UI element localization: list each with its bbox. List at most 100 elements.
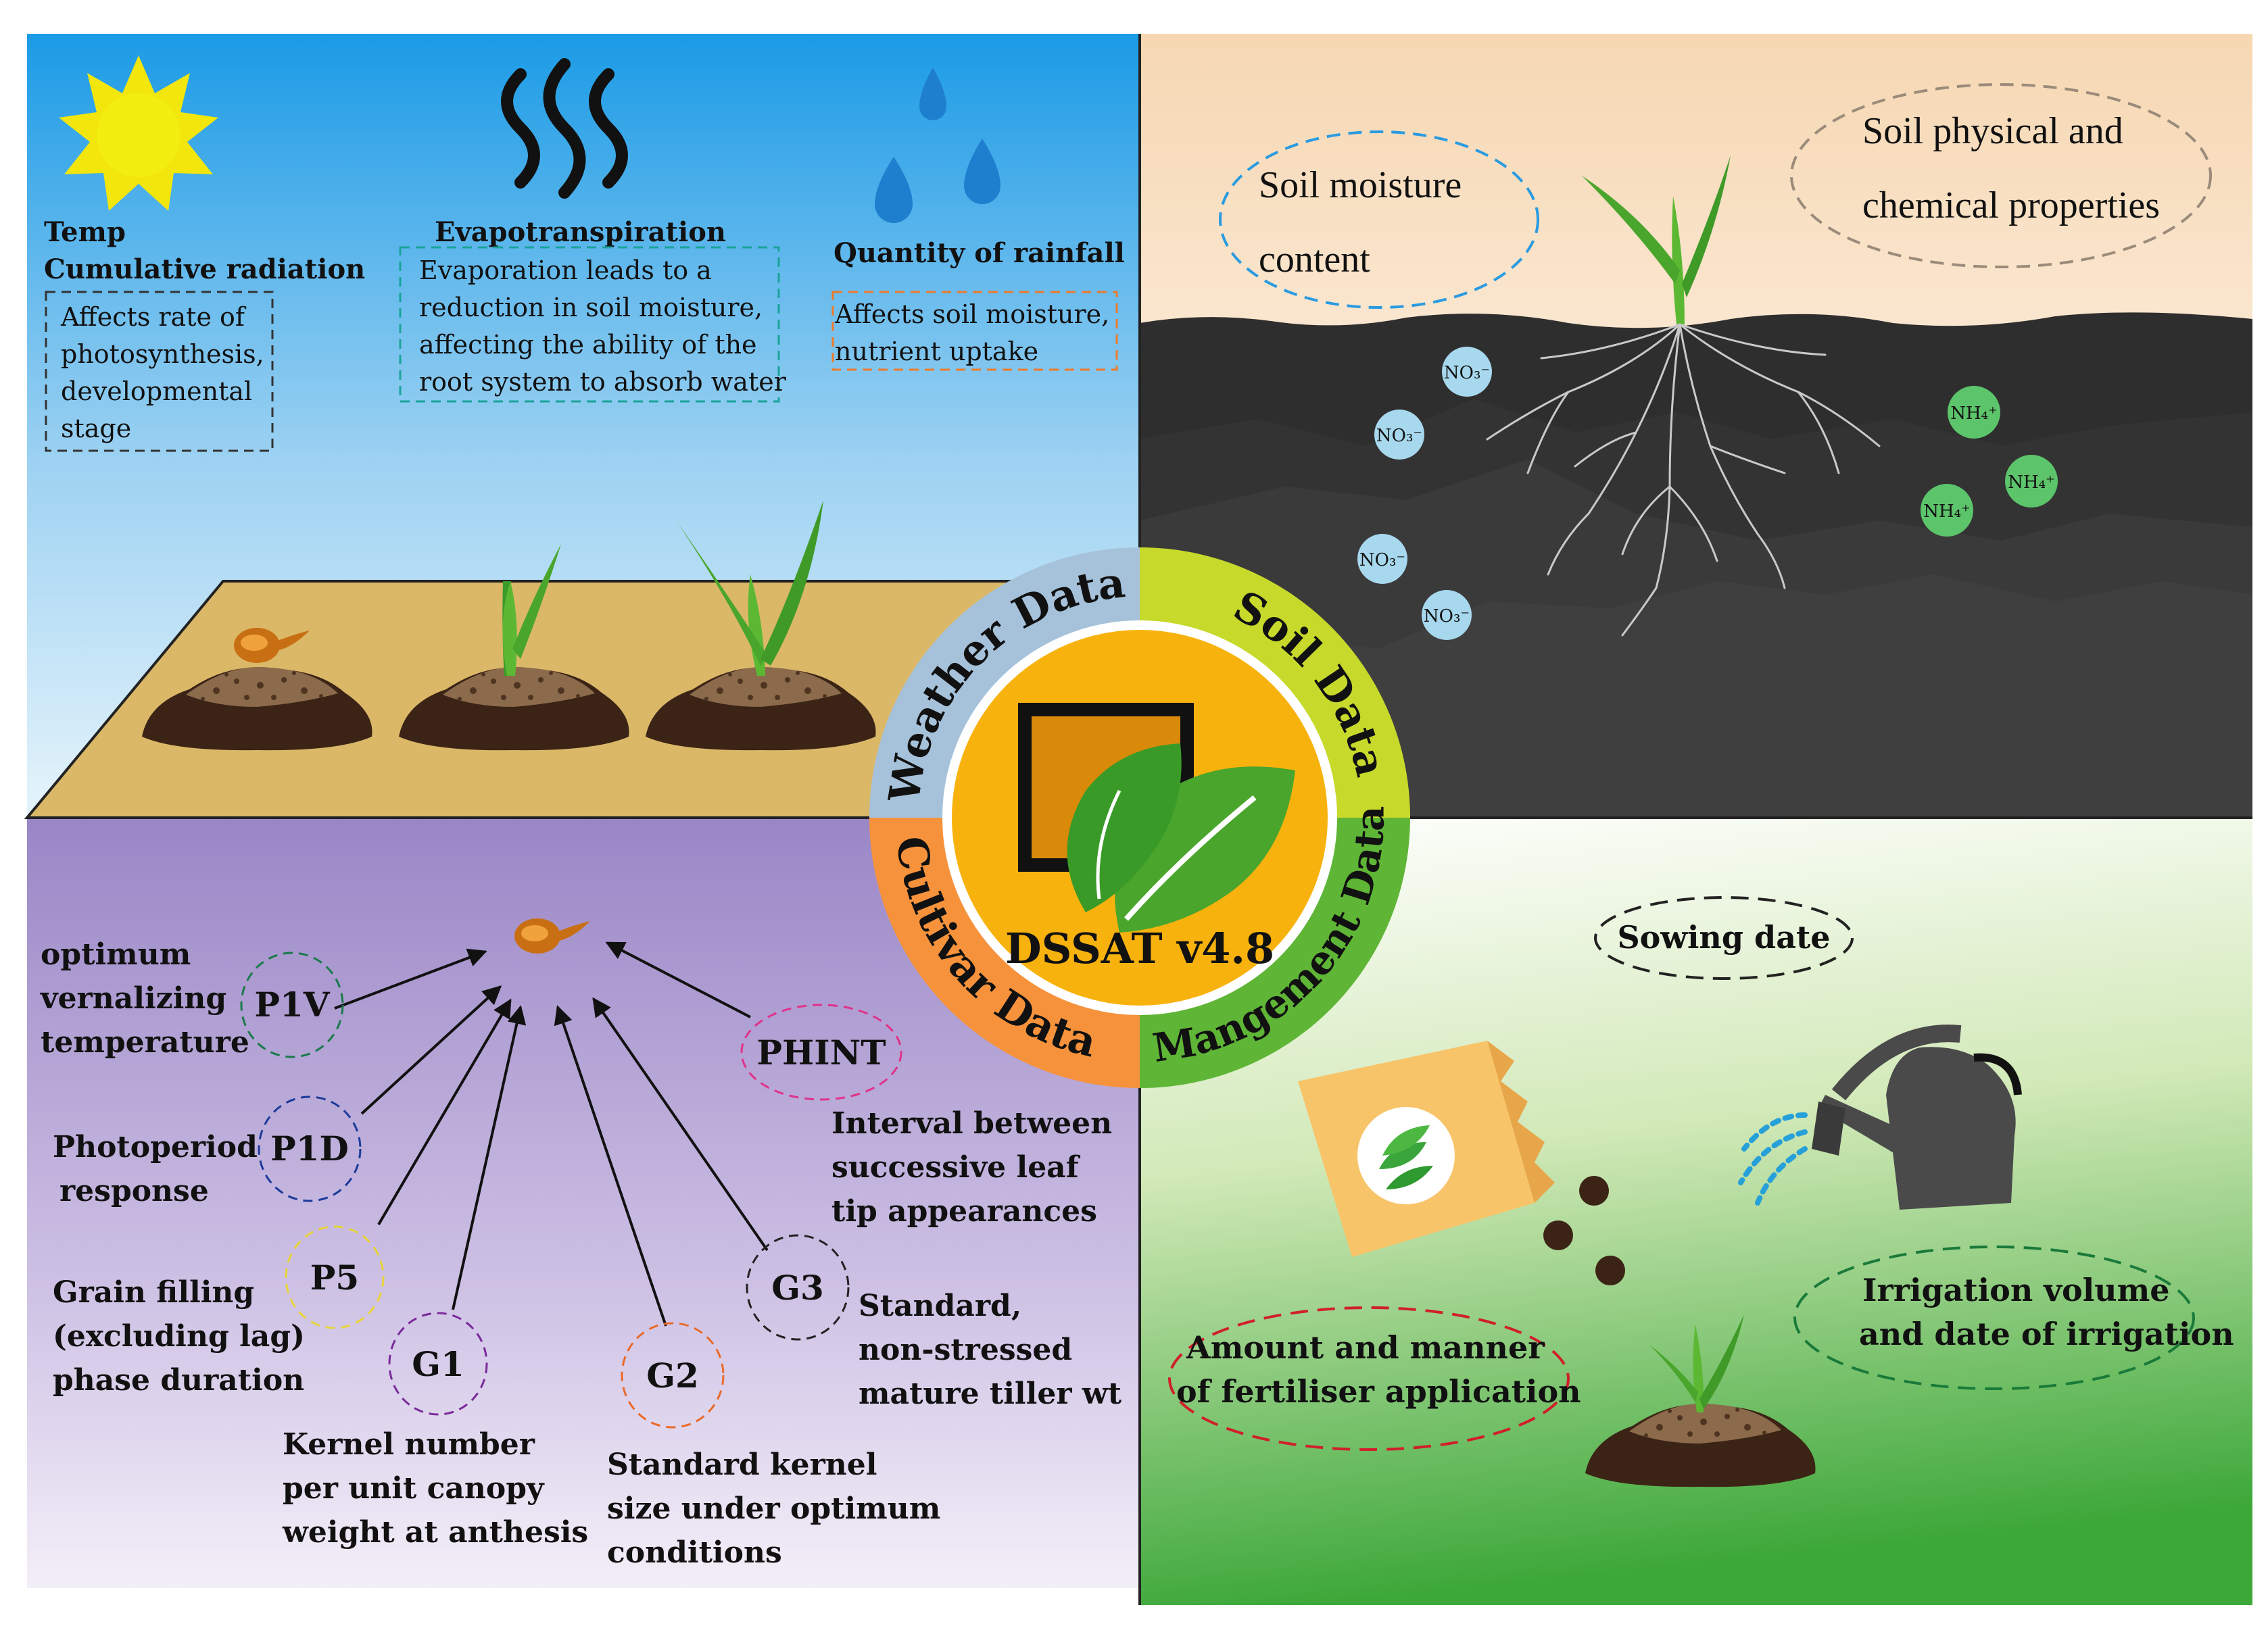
desc-g2-line-1: Standard kernel xyxy=(607,1448,877,1482)
temp-title: Temp xyxy=(44,216,126,248)
arrow-g2 xyxy=(554,1005,667,1327)
dssat-leaf-small xyxy=(1067,743,1182,912)
param-g2-label: G2 xyxy=(646,1356,699,1396)
ion-no3-2: NO₃⁻ xyxy=(1374,410,1424,460)
growth-stage-seedling xyxy=(399,544,629,751)
soil-moisture-ellipse xyxy=(1219,130,1539,309)
rain-block: Quantity of rainfall Affects soil moistu… xyxy=(831,237,1125,371)
rain-desc-line-2: nutrient uptake xyxy=(835,337,1038,366)
desc-g3-line-1: Standard, xyxy=(859,1289,1021,1323)
desc-p1d-line-1: Photoperiod xyxy=(53,1130,258,1164)
param-p1v-label: P1V xyxy=(254,985,330,1025)
ion-no3-3: NO₃⁻ xyxy=(1357,534,1407,584)
desc-g2: Standard kernel size under optimum condi… xyxy=(607,1448,940,1570)
watering-can-icon xyxy=(1812,1025,2022,1210)
evapo-title: Evapotranspiration xyxy=(435,216,726,248)
desc-phint-line-2: successive leaf xyxy=(831,1150,1081,1185)
param-phint-label: PHINT xyxy=(756,1033,886,1072)
desc-p1d-line-2: response xyxy=(59,1174,209,1208)
param-p1v: P1V xyxy=(240,952,344,1058)
desc-g1-line-2: per unit canopy xyxy=(283,1471,545,1506)
evapo-desc-box xyxy=(399,246,780,403)
arrow-g3 xyxy=(592,997,769,1252)
ion-nh4-label: NH₄⁺ xyxy=(1923,501,1971,522)
desc-p1v: optimum vernalizing temperature xyxy=(40,937,249,1060)
irrigation-line-2: and date of irrigation xyxy=(1859,1316,2234,1352)
param-g1: G1 xyxy=(388,1312,488,1416)
ion-nh4-label: NH₄⁺ xyxy=(2008,472,2055,493)
sun-icon xyxy=(59,55,218,211)
param-g2: G2 xyxy=(621,1322,725,1429)
irrigation-ellipse xyxy=(1793,1245,2195,1390)
sowing-date-label: Sowing date xyxy=(1617,919,1830,956)
param-p1d: P1D xyxy=(258,1095,362,1202)
temp-block: Temp Cumulative radiation Affects rate o… xyxy=(44,216,365,452)
ion-no3-label: NO₃⁻ xyxy=(1376,426,1422,446)
desc-p1v-line-2: vernalizing xyxy=(40,981,226,1016)
ring-sector-soil xyxy=(1140,547,1410,818)
evapo-desc-line-1: Evaporation leads to a xyxy=(419,255,712,285)
ring-sector-weather xyxy=(869,547,1140,818)
arrow-p1v xyxy=(334,948,487,1010)
rain-title: Quantity of rainfall xyxy=(834,237,1125,269)
desc-phint-line-1: Interval between xyxy=(831,1106,1112,1141)
ring-sector-management xyxy=(1140,818,1410,1088)
soil-moisture-line-2: content xyxy=(1259,239,1370,280)
soil-properties-ellipse xyxy=(1790,83,2212,268)
ion-no3-label: NO₃⁻ xyxy=(1359,550,1405,570)
desc-p5: Grain filling (excluding lag) phase dura… xyxy=(53,1275,305,1398)
param-p1d-label: P1D xyxy=(270,1129,349,1168)
growth-stage-young-plant xyxy=(646,500,876,751)
ion-nh4-label: NH₄⁺ xyxy=(1950,403,1998,424)
soil-panel-sky xyxy=(1140,34,2252,345)
sowing-date-ellipse xyxy=(1594,896,1854,980)
management-plant xyxy=(1585,1314,1816,1487)
temp-desc-line-2: photosynthesis, xyxy=(61,339,264,369)
ion-no3-1: NO₃⁻ xyxy=(1442,347,1492,397)
desc-g1-line-3: weight at anthesis xyxy=(282,1515,588,1550)
arrow-g1 xyxy=(452,1005,527,1310)
evapo-block: Evapotranspiration Evaporation leads to … xyxy=(399,216,787,403)
param-g3: G3 xyxy=(746,1234,850,1341)
desc-phint: Interval between successive leaf tip app… xyxy=(831,1106,1112,1229)
soil-moisture-line-1: Soil moisture xyxy=(1259,164,1462,206)
irrigation-line-1: Irrigation volume xyxy=(1862,1272,2170,1308)
radiation-title: Cumulative radiation xyxy=(44,253,365,285)
arrow-p1d xyxy=(360,985,502,1115)
temp-desc-box xyxy=(45,291,274,452)
fertiliser-ellipse xyxy=(1168,1306,1570,1451)
rain-desc-box xyxy=(831,291,1118,371)
ion-nh4-1: NH₄⁺ xyxy=(1948,386,2000,439)
rain-icon xyxy=(875,68,1000,223)
temp-desc-line-3: developmental xyxy=(61,376,252,406)
desc-p1v-line-1: optimum xyxy=(41,937,191,972)
desc-g3-line-2: non-stressed xyxy=(859,1333,1072,1367)
desc-p5-line-2: (excluding lag) xyxy=(53,1319,305,1354)
param-g3-label: G3 xyxy=(771,1268,824,1308)
evapo-desc-line-3: affecting the ability of the xyxy=(419,330,757,360)
ion-no3-4: NO₃⁻ xyxy=(1422,590,1472,640)
desc-p1d: Photoperiod response xyxy=(53,1130,258,1208)
dssat-title: DSSAT v4.8 xyxy=(1005,924,1274,973)
desc-g1: Kernel number per unit canopy weight at … xyxy=(282,1427,588,1550)
water-spray xyxy=(1738,1112,1808,1206)
ion-no3-label: NO₃⁻ xyxy=(1444,363,1490,383)
param-g1-label: G1 xyxy=(412,1344,464,1384)
arrow-phint xyxy=(605,941,751,1018)
ion-nh4-3: NH₄⁺ xyxy=(1921,484,1973,537)
plant-with-roots xyxy=(1486,155,1881,637)
param-phint: PHINT xyxy=(740,1004,902,1101)
cultivar-arrows xyxy=(334,941,769,1327)
desc-p5-line-3: phase duration xyxy=(53,1363,304,1398)
desc-g3-line-3: mature tiller wt xyxy=(859,1377,1122,1411)
desc-g2-line-3: conditions xyxy=(607,1535,782,1570)
fertiliser-line-2: of fertiliser application xyxy=(1176,1373,1581,1410)
desc-g2-line-2: size under optimum xyxy=(607,1491,940,1526)
temp-desc-line-4: stage xyxy=(61,414,131,443)
fertiliser-granules xyxy=(1543,1176,1625,1285)
param-p5: P5 xyxy=(285,1225,385,1329)
arrow-p5 xyxy=(377,998,512,1226)
ion-nh4-2: NH₄⁺ xyxy=(2005,455,2058,508)
rain-desc-line-1: Affects soil moisture, xyxy=(834,299,1109,329)
